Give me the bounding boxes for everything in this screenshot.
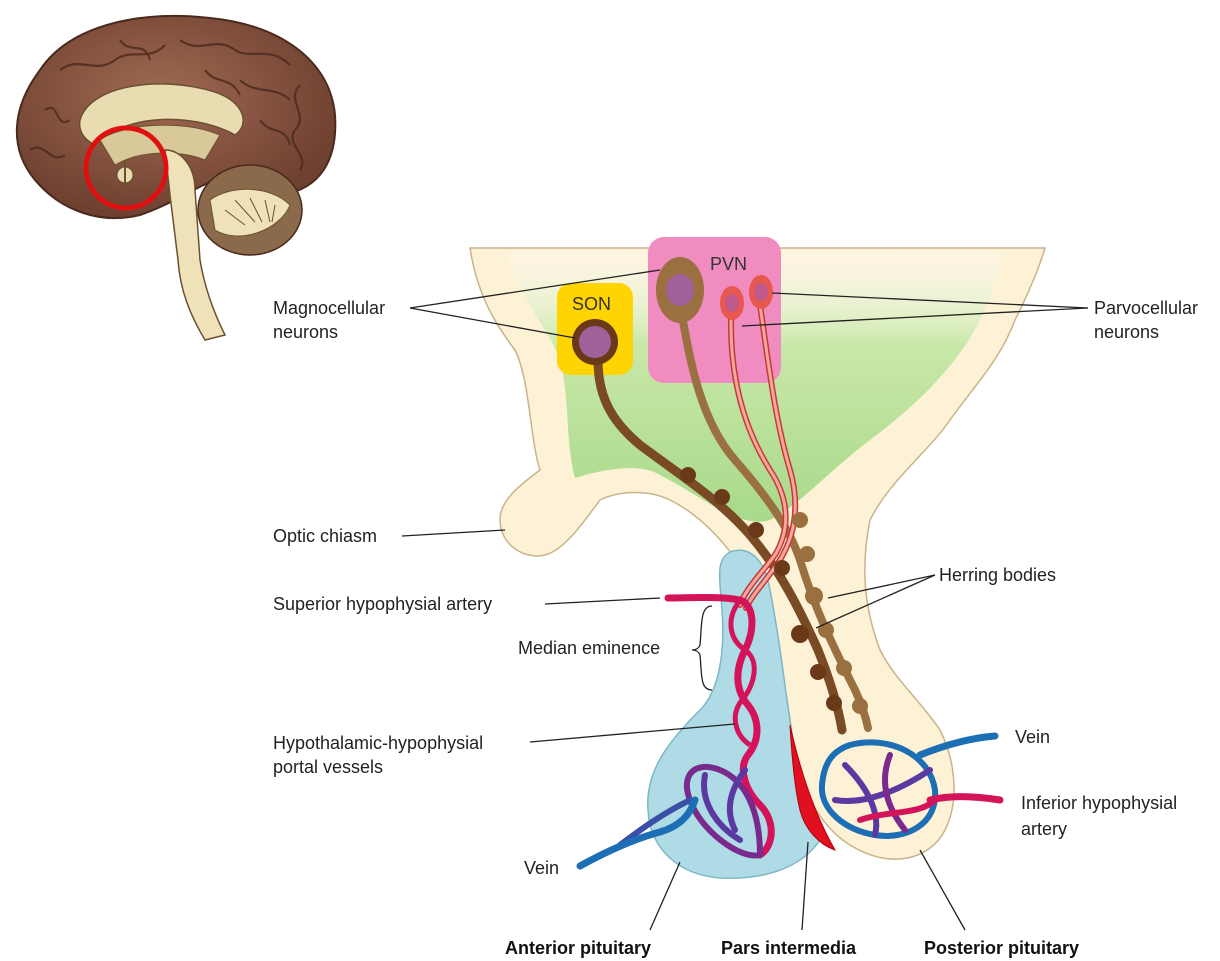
vein-left-label: Vein	[524, 858, 559, 878]
pvn-label: PVN	[710, 254, 747, 274]
parvocellular-label-2: neurons	[1094, 322, 1159, 342]
parvo-cell-body-1	[720, 286, 744, 320]
parvocellular-label-1: Parvocellular	[1094, 298, 1198, 318]
posterior-pituitary-label: Posterior pituitary	[924, 938, 1079, 958]
pvn-magno-cell-body	[656, 257, 704, 323]
cerebellum	[198, 165, 302, 255]
inferior-artery-label-1: Inferior hypophysial	[1021, 793, 1177, 813]
anterior-pituitary-label: Anterior pituitary	[505, 938, 651, 958]
median-eminence-label: Median eminence	[518, 638, 660, 658]
brain-thumbnail	[17, 16, 335, 340]
inferior-artery-label-2: artery	[1021, 819, 1067, 839]
vein-right-label: Vein	[1015, 727, 1050, 747]
portal-vessels-label-1: Hypothalamic-hypophysial	[273, 733, 483, 753]
superior-artery-label: Superior hypophysial artery	[273, 594, 492, 614]
son-cell-body	[572, 319, 618, 365]
son-label: SON	[572, 294, 611, 314]
magnocellular-label-1: Magnocellular	[273, 298, 385, 318]
magnocellular-label-2: neurons	[273, 322, 338, 342]
optic-chiasm-label: Optic chiasm	[273, 526, 377, 546]
pars-intermedia-label: Pars intermedia	[721, 938, 857, 958]
inferior-hypophysial-artery-vessel	[930, 797, 1000, 800]
herring-bodies-label: Herring bodies	[939, 565, 1056, 585]
parvo-cell-body-2	[749, 275, 773, 309]
portal-vessels-label-2: portal vessels	[273, 757, 383, 777]
